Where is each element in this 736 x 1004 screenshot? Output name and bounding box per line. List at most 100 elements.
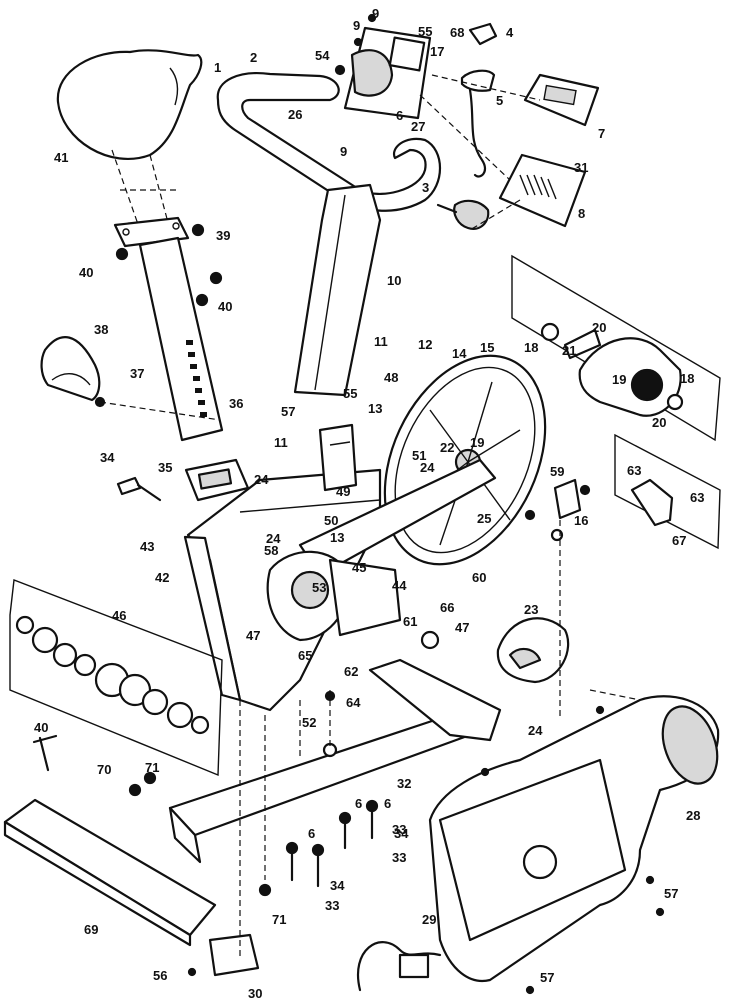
bearing-box	[9, 579, 223, 777]
part-label: 49	[336, 484, 350, 499]
part-label: 28	[686, 808, 700, 823]
part-label: 13	[368, 401, 382, 416]
part-label: 58	[264, 543, 278, 558]
part-label: 5	[496, 93, 503, 108]
part-label: 61	[403, 614, 417, 629]
part-label: 52	[302, 715, 316, 730]
base-crossbar	[168, 658, 502, 864]
part-label: 6	[396, 108, 403, 123]
part-label: 21	[562, 343, 576, 358]
part-label: 6	[355, 796, 362, 811]
part-label: 71	[145, 760, 159, 775]
part-label: 24	[266, 531, 281, 546]
part-label: 8	[578, 206, 585, 221]
seat	[56, 49, 203, 161]
part-label: 43	[140, 539, 154, 554]
part-label: 60	[472, 570, 486, 585]
clip-35	[116, 476, 162, 502]
part-label: 19	[612, 372, 626, 387]
part-label: 11	[274, 435, 288, 450]
part-label: 33	[392, 850, 406, 865]
part-label: 13	[330, 530, 344, 545]
part-label: 54	[315, 48, 330, 63]
part-label: 70	[97, 762, 111, 777]
part-label: 4	[506, 25, 514, 40]
part-label: 71	[272, 912, 286, 927]
part-label: 10	[387, 273, 401, 288]
part-label: 20	[652, 415, 666, 430]
part-label: 24	[528, 723, 543, 738]
seat-post-guides	[111, 149, 180, 231]
knob-40	[115, 223, 223, 307]
part-label: 63	[627, 463, 641, 478]
part-label: 18	[680, 371, 694, 386]
part-label: 34	[394, 826, 409, 841]
part-label: 40	[218, 299, 232, 314]
part-label: 41	[54, 150, 68, 165]
part-label: 11	[374, 334, 388, 349]
part-label: 9	[340, 144, 347, 159]
part-label: 57	[540, 970, 554, 985]
part-label: 15	[480, 340, 494, 355]
dashed-guides	[239, 74, 641, 960]
part-label: 63	[690, 490, 704, 505]
part-label: 34	[100, 450, 115, 465]
part-label: 6	[308, 826, 315, 841]
part-label: 42	[155, 570, 169, 585]
bottle-holder	[40, 336, 221, 421]
part-label: 9	[372, 6, 379, 21]
part-label: 26	[288, 107, 302, 122]
part-label: 50	[324, 513, 338, 528]
part-label: 55	[418, 24, 432, 39]
part-label: 65	[298, 648, 312, 663]
part-label: 57	[664, 886, 678, 901]
part-label: 38	[94, 322, 108, 337]
part-label: 24	[420, 460, 435, 475]
flywheel	[383, 354, 547, 566]
part-labels: 1 2 3 4 5 6 6 6 6 7 8 9 9 9 10 11 11 12 …	[34, 6, 704, 1001]
part-label: 20	[592, 320, 606, 335]
part-label: 30	[248, 986, 262, 1001]
part-label: 3	[422, 180, 429, 195]
part-label: 48	[384, 370, 398, 385]
part-label: 53	[312, 580, 326, 595]
part-label: 27	[411, 119, 425, 134]
part-label: 23	[524, 602, 538, 617]
part-label: 17	[430, 44, 444, 59]
part-label: 45	[352, 560, 366, 575]
part-label: 18	[524, 340, 538, 355]
side-cover	[428, 695, 720, 983]
pedal-23	[496, 617, 570, 684]
part-label: 55	[343, 386, 357, 401]
console	[334, 13, 432, 120]
part-label: 36	[229, 396, 243, 411]
part-label: 19	[470, 435, 484, 450]
part-label: 69	[84, 922, 98, 937]
bracket-box-83	[614, 433, 721, 550]
part-label: 34	[330, 878, 345, 893]
part-label: 33	[392, 822, 406, 837]
part-label: 33	[325, 898, 339, 913]
part-label: 40	[79, 265, 93, 280]
part-label: 62	[344, 664, 358, 679]
part-label: 24	[254, 472, 269, 487]
seat-post	[113, 216, 224, 442]
power-cord	[357, 941, 442, 992]
manual-card	[498, 153, 587, 228]
part-label: 51	[412, 448, 426, 463]
part-label: 16	[574, 513, 588, 528]
part-label: 9	[353, 18, 360, 33]
part-label: 22	[440, 440, 454, 455]
part-label: 47	[455, 620, 469, 635]
part-label: 35	[158, 460, 172, 475]
part-label: 56	[153, 968, 167, 983]
bracket-60	[524, 478, 591, 542]
part-label: 7	[598, 126, 605, 141]
drive-arm	[266, 458, 497, 642]
part-label: 6	[384, 796, 391, 811]
pad-36	[184, 458, 250, 502]
part-label: 40	[34, 720, 48, 735]
part-label: 31	[574, 160, 588, 175]
power-adapter	[208, 933, 260, 977]
part-label: 67	[672, 533, 686, 548]
